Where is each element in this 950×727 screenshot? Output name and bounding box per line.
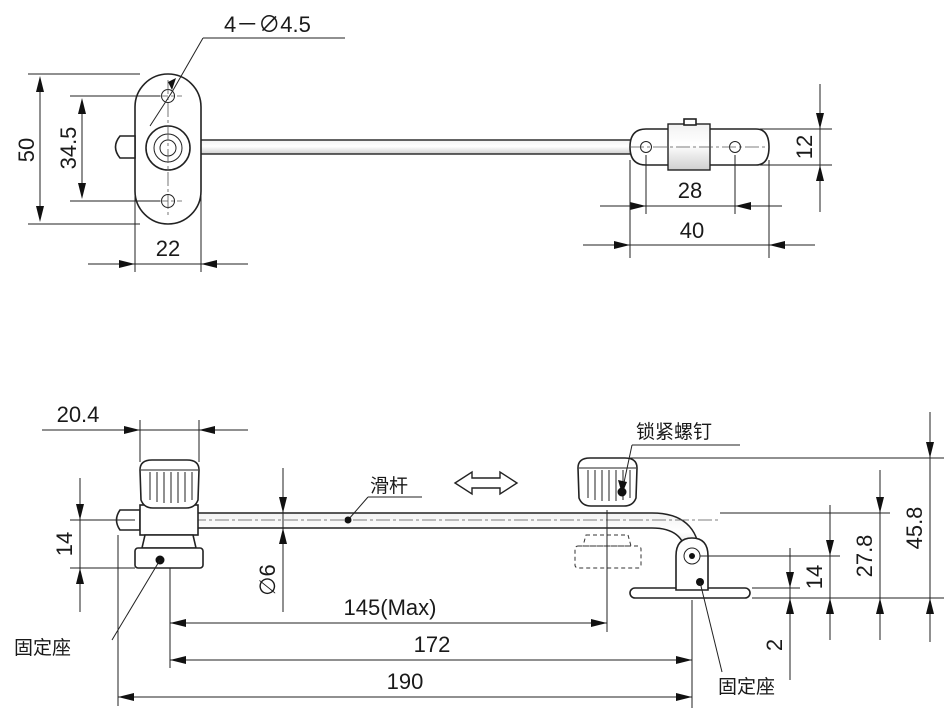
- top-right-bracket-nub: [683, 118, 697, 126]
- right-fixed-seat: [629, 537, 751, 599]
- side-dim-slide-travel: 145(Max): [344, 595, 437, 620]
- side-dim-knob-width: 20.4: [57, 402, 100, 427]
- side-dim-rod-diameter: ∅6: [255, 564, 280, 595]
- side-rod: [194, 512, 701, 556]
- label-fixed-seat-right: 固定座: [718, 676, 775, 698]
- top-rod: [197, 139, 639, 155]
- side-dim-base-height-left: 14: [52, 532, 77, 556]
- top-dim-bracket-height-right: 12: [792, 135, 817, 159]
- top-holes-callout: 4－∅4.5: [224, 12, 311, 37]
- top-view: 4－∅4.5 50 34.5 22 12 28: [14, 12, 832, 272]
- left-fixed-seat: [115, 504, 204, 569]
- top-dim-hole-spacing-right: 28: [678, 178, 702, 203]
- label-slide-rod: 滑杆: [370, 475, 408, 497]
- side-dim-height-rod: 27.8: [852, 535, 877, 578]
- side-dim-length-mid: 172: [414, 632, 451, 657]
- side-dim-plate-thickness: 2: [762, 639, 787, 651]
- slide-direction-arrow-icon: [453, 470, 519, 496]
- top-dim-hole-spacing-left: 34.5: [56, 127, 81, 170]
- top-dim-base-width-left: 22: [156, 236, 180, 261]
- side-dim-height-overall: 45.8: [902, 507, 927, 550]
- left-knob: [139, 459, 200, 509]
- label-fixed-seat-left: 固定座: [14, 637, 71, 659]
- top-left-knob: [114, 135, 136, 159]
- lock-screw: [574, 457, 642, 569]
- side-dim-height-pivot: 14: [802, 565, 827, 589]
- top-dim-bracket-length-right: 40: [680, 218, 704, 243]
- label-lock-screw: 锁紧螺钉: [636, 421, 712, 443]
- top-dim-height-overall: 50: [14, 138, 39, 162]
- side-dim-length-overall: 190: [387, 669, 424, 694]
- side-view: 滑杆 锁紧螺钉 固定座 固定座 20.4 14 ∅6: [14, 402, 944, 708]
